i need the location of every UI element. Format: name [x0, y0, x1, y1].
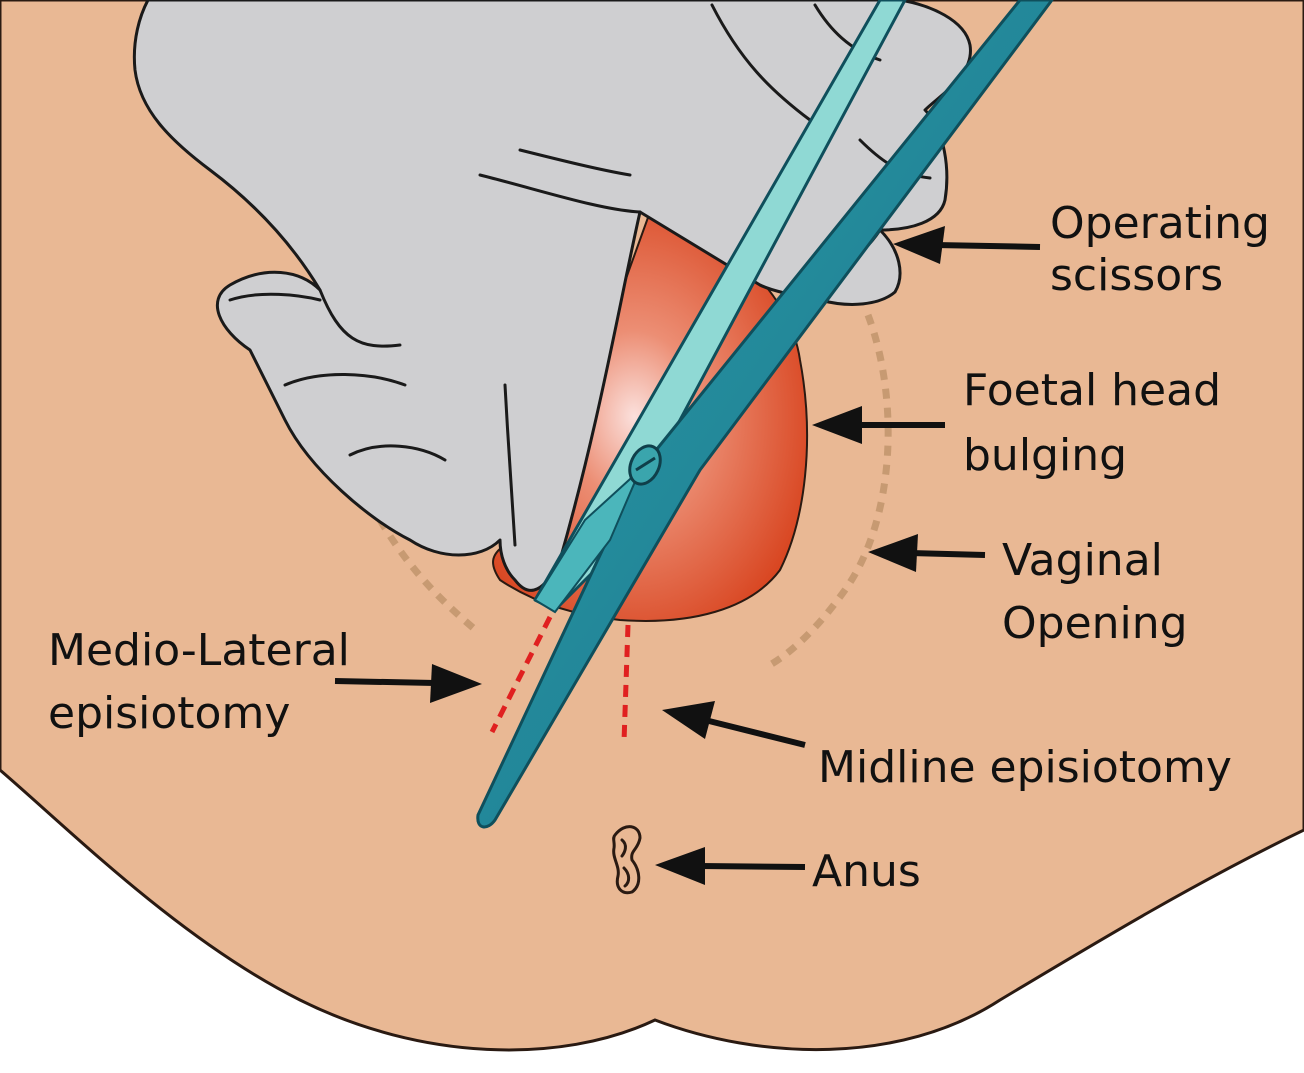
arrow-midline — [662, 701, 806, 748]
gloved-hand — [132, 0, 972, 592]
arrows — [334, 226, 1041, 885]
label-vaginal-opening-line1: Vaginal — [1002, 535, 1163, 586]
scissors-blade-main — [476, 0, 1054, 829]
label-midline-episiotomy: Midline episiotomy — [818, 742, 1232, 793]
label-operating-scissors-line1: Operating — [1050, 198, 1270, 249]
scissors-blade-lower — [533, 469, 641, 614]
vaginal-opening-outline — [768, 313, 892, 669]
arrow-medio-lateral — [334, 664, 482, 703]
label-operating-scissors-line2: scissors — [1050, 250, 1223, 301]
arrow-operating-scissors — [893, 226, 1041, 264]
label-anus: Anus — [812, 846, 921, 897]
operating-scissors — [476, 0, 1054, 829]
arrow-foetal-head — [812, 406, 945, 444]
label-foetal-head-line1: Foetal head — [963, 365, 1221, 416]
arrow-vaginal-opening — [868, 534, 986, 572]
label-vaginal-opening-line2: Opening — [1002, 598, 1188, 649]
label-medio-lateral-line2: episiotomy — [48, 688, 290, 739]
label-medio-lateral-line1: Medio-Lateral — [48, 625, 350, 676]
medio-lateral-incision — [489, 615, 553, 734]
label-foetal-head-line2: bulging — [963, 430, 1127, 481]
vaginal-opening-outline-left — [376, 518, 481, 635]
scissors-blade-light — [533, 0, 907, 612]
arrow-anus — [655, 847, 806, 885]
anus-mark — [612, 825, 642, 895]
